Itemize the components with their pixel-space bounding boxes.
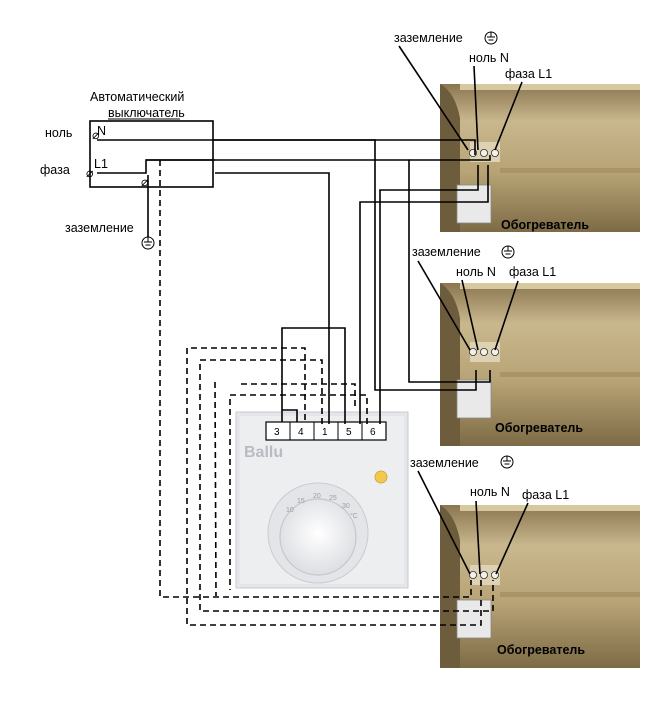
thermostat-brand: Ballu xyxy=(244,444,283,461)
thermostat-terminal-block xyxy=(265,421,387,441)
breaker-null-label: ноль xyxy=(45,126,72,140)
breaker-phase-label: фаза xyxy=(40,163,70,177)
heater-1-null-label: ноль N xyxy=(469,51,509,65)
ground-icon xyxy=(141,236,155,250)
heater-2-ground-label: заземление xyxy=(412,245,481,259)
dial-mark-30: 30 xyxy=(342,503,350,510)
breaker-title-line2: выключатель xyxy=(108,106,185,120)
indicator-light xyxy=(374,470,388,484)
heater-2-name: Обогреватель xyxy=(495,421,583,435)
solid-wires xyxy=(97,45,529,575)
ground-icon xyxy=(484,31,498,45)
breaker-ground-symbol: ⌀ xyxy=(141,175,149,189)
breaker-box xyxy=(89,120,214,188)
heater-3-null-label: ноль N xyxy=(470,485,510,499)
dial-mark-15: 15 xyxy=(297,498,305,505)
heater-1 xyxy=(440,84,640,232)
heater-1-ground-label: заземление xyxy=(394,31,463,45)
dashed-wires xyxy=(159,160,494,626)
heater-2 xyxy=(440,283,640,446)
terminal-5: 5 xyxy=(346,427,352,438)
heater-3-ground-label: заземление xyxy=(410,456,479,470)
heater-1-phase-label: фаза L1 xyxy=(505,67,552,81)
dial-mark-20: 20 xyxy=(313,493,321,500)
heater-1-name: Обогреватель xyxy=(501,218,589,232)
terminal-3: 3 xyxy=(274,427,280,438)
heater-3-name: Обогреватель xyxy=(497,643,585,657)
breaker-n-symbol: ⌀ xyxy=(92,128,100,142)
thermostat-dial[interactable] xyxy=(279,498,357,576)
ground-icon xyxy=(501,245,515,259)
breaker-l1-symbol: ⌀ xyxy=(86,166,94,180)
heater-3-phase-label: фаза L1 xyxy=(522,488,569,502)
breaker-terminal-n: N xyxy=(97,124,106,138)
ground-icon xyxy=(500,455,514,469)
heater-2-phase-label: фаза L1 xyxy=(509,265,556,279)
terminal-1: 1 xyxy=(322,427,328,438)
dial-mark-10: 10 xyxy=(286,507,294,514)
screw-terminal-icon xyxy=(468,148,499,580)
dial-mark-degc: °C xyxy=(350,512,358,520)
breaker-terminal-l1: L1 xyxy=(94,157,108,171)
terminal-6: 6 xyxy=(370,427,376,438)
breaker-title-line1: Автоматический xyxy=(90,90,184,104)
dial-mark-25: 25 xyxy=(329,495,337,502)
breaker-ground-label: заземление xyxy=(65,221,134,235)
thermostat: 3 4 1 5 6 Ballu 10 15 20 25 30 °C xyxy=(235,411,409,589)
terminal-4: 4 xyxy=(298,427,304,438)
heater-2-null-label: ноль N xyxy=(456,265,496,279)
